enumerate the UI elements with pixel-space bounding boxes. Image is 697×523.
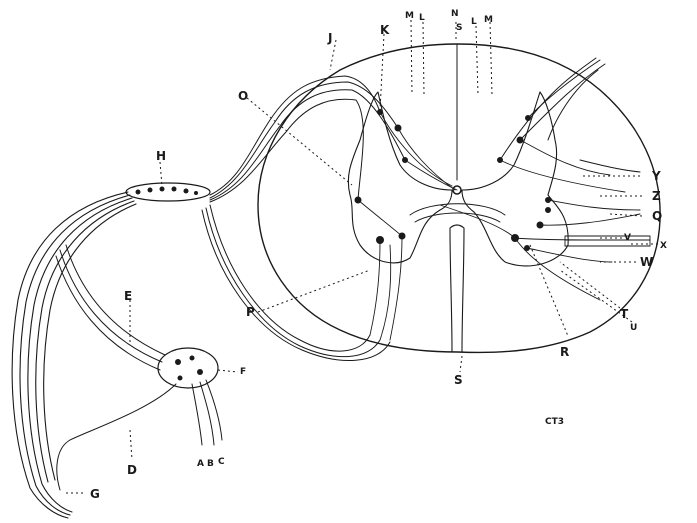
spinal-nerve-trunk — [12, 192, 136, 518]
column-fibers-right — [565, 240, 650, 246]
anterior-median-fissure — [450, 225, 464, 352]
label-P: P — [246, 305, 255, 319]
communicating-branch — [56, 245, 165, 370]
spinal-cord-outline — [258, 44, 660, 352]
label-S-bottom: S — [454, 373, 463, 387]
label-G: G — [90, 487, 100, 501]
label-D: D — [127, 463, 137, 477]
anterior-root-left — [202, 205, 390, 360]
label-O: O — [238, 89, 248, 103]
label-T: T — [620, 307, 629, 321]
label-W: W — [640, 255, 653, 269]
sympathetic-ganglion — [158, 348, 218, 388]
label-S-top: S — [456, 23, 462, 33]
label-V: V — [624, 233, 631, 243]
posterior-nerve-right — [580, 160, 640, 172]
nerve-cells — [355, 109, 552, 251]
label-L-left: L — [419, 13, 425, 23]
label-H: H — [156, 149, 166, 163]
label-R: R — [560, 345, 569, 359]
label-B: B — [207, 459, 214, 469]
ganglion-cells — [136, 187, 199, 196]
label-U: U — [630, 323, 637, 333]
label-A: A — [197, 459, 204, 469]
intraspinal-fibers — [358, 112, 640, 340]
label-X: X — [660, 241, 667, 251]
label-M-right: M — [484, 15, 493, 25]
label-N: N — [451, 9, 459, 19]
label-E: E — [124, 289, 132, 303]
label-F: F — [240, 367, 246, 377]
label-K: K — [380, 23, 390, 37]
right-posterior-root — [500, 58, 605, 160]
visceral-branches — [57, 380, 222, 490]
label-L-right: L — [471, 17, 477, 27]
label-C: C — [218, 457, 225, 467]
sympathetic-ganglion-cells — [175, 356, 203, 381]
label-M-left: M — [405, 11, 414, 21]
label-Z: Z — [652, 189, 661, 203]
label-Q: Q — [652, 209, 662, 223]
label-Y: Y — [651, 169, 661, 183]
grey-commissure — [410, 204, 505, 222]
label-J: J — [327, 31, 332, 45]
figure-number: CT3 — [545, 417, 564, 427]
